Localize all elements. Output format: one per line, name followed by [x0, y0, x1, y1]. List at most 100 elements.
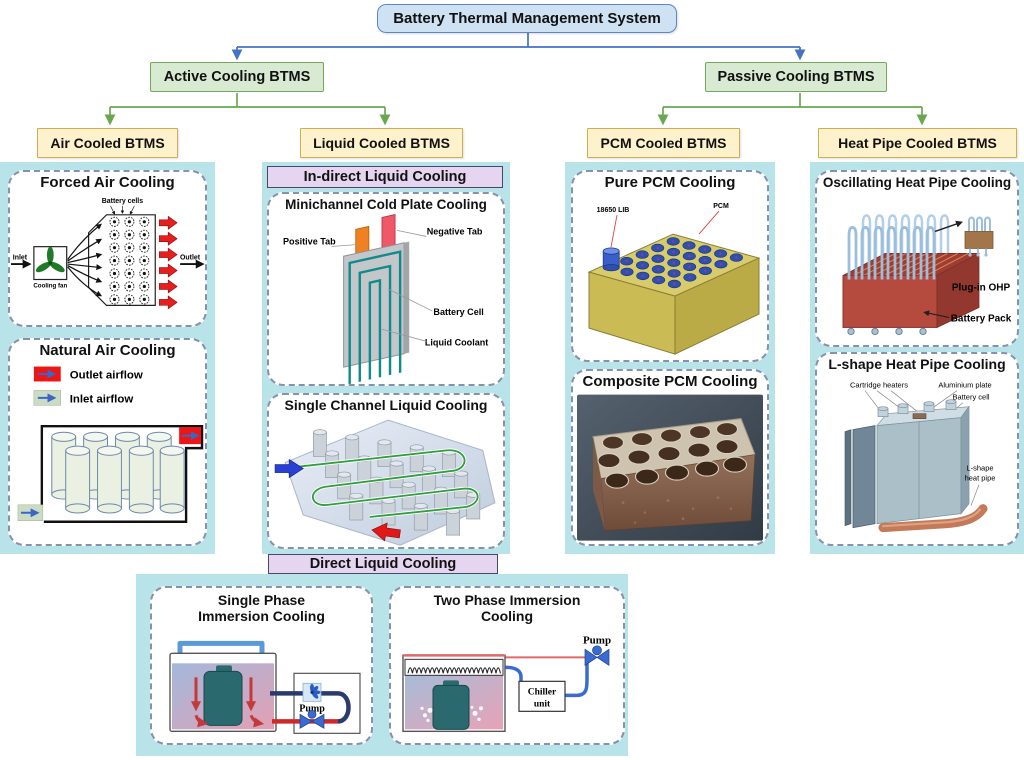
two-phase-panel: Two Phase Immersion Cooling — [389, 586, 625, 745]
chiller-outlet-pipe — [565, 663, 589, 698]
single-channel-panel: Single Channel Liquid Cooling — [267, 393, 505, 549]
liquid-coolant-pointer — [381, 328, 427, 342]
heat-pipe-loops-back — [861, 214, 950, 264]
branch-passive-cooling: Passive Cooling BTMS — [705, 62, 887, 92]
outlet-label: Outlet — [180, 254, 201, 261]
battery-cells-assembly — [844, 405, 970, 528]
two-phase-title-line1: Two Phase Immersion — [433, 592, 581, 608]
battery-module-outline — [88, 214, 156, 306]
forced-air-diagram: Battery cells — [10, 198, 205, 310]
liquid-coolant-label: Liquid Coolant — [425, 337, 488, 347]
cell-terminals — [877, 398, 957, 417]
18650-cell-cylinder — [602, 247, 620, 271]
pump-label: Pump — [299, 704, 325, 715]
l-shape-hp-panel: L-shape Heat Pipe Cooling Cartridge heat… — [815, 352, 1019, 546]
battery-pack-pointer — [923, 310, 950, 319]
liquid-cooled-container: In-direct Liquid Cooling Minichannel Col… — [262, 162, 510, 554]
indirect-liquid-header: In-direct Liquid Cooling — [267, 166, 503, 188]
outlet-air-arrows — [158, 215, 178, 310]
chiller-inlet-pipe — [504, 665, 523, 682]
heat-pipe-loops-front — [847, 226, 936, 280]
single-phase-diagram: Pump — [169, 641, 361, 735]
minichannel-panel: Minichannel Cold Plate Cooling Positive … — [267, 192, 505, 386]
natural-air-diagram: Outlet airflow Inlet airflow — [17, 366, 204, 523]
forced-air-panel: Forced Air Cooling Battery cells — [8, 170, 207, 327]
lib-pointer — [610, 214, 618, 247]
l-shape-pipe-label-line1: L-shape — [966, 463, 993, 472]
positive-tab-label: Positive Tab — [283, 237, 336, 247]
pump-pipe-hot — [270, 691, 351, 724]
single-channel-title: Single Channel Liquid Cooling — [284, 397, 488, 413]
immersed-battery — [203, 671, 243, 727]
inset-pointer-arrow — [934, 220, 963, 233]
boiling-bubbles — [420, 706, 483, 723]
heat-pipe-container: Oscillating Heat Pipe Cooling — [810, 162, 1024, 554]
composite-pcm-photo — [577, 394, 763, 541]
aluminium-plate-label: Aluminium plate — [938, 380, 991, 389]
battery-cell-label: Battery Cell — [433, 307, 483, 317]
chiller-unit-box — [518, 681, 566, 713]
two-phase-title-line2: Cooling — [480, 607, 534, 624]
outlet-flow-arrow — [371, 522, 401, 542]
positive-tab-pointer — [331, 244, 358, 248]
natural-air-title: Natural Air Cooling — [39, 342, 176, 359]
air-cooled-container: Forced Air Cooling Battery cells — [0, 162, 215, 554]
cold-plate-assembly — [343, 214, 410, 384]
negative-tab-label: Negative Tab — [427, 227, 483, 237]
battery-holes — [620, 236, 743, 288]
coolant-channel-tube — [299, 449, 479, 518]
single-channel-diagram — [274, 419, 496, 546]
minichannel-title: Minichannel Cold Plate Cooling — [285, 197, 487, 212]
battery-cell-label-2: Battery cell — [952, 392, 989, 401]
inlet-flow-arrow — [274, 458, 304, 478]
l-shape-hp-title: L-shape Heat Pipe Cooling — [828, 356, 1006, 372]
pure-pcm-title: Pure PCM Cooling — [604, 174, 736, 191]
forced-air-title: Forced Air Cooling — [40, 174, 175, 191]
composite-pcm-title: Composite PCM Cooling — [582, 373, 758, 390]
composite-pcm-panel: Composite PCM Cooling — [571, 369, 769, 546]
outlet-airflow-label: Outlet airflow — [70, 369, 143, 381]
cooling-fan-icon — [35, 246, 65, 272]
category-heat-pipe-cooled: Heat Pipe Cooled BTMS — [818, 128, 1017, 158]
battery-cells-pointers — [110, 205, 135, 215]
lib-label: 18650 LIB — [597, 207, 630, 214]
battery-cells-label: Battery cells — [102, 198, 143, 205]
pure-pcm-diagram: 18650 LIB PCM — [587, 203, 761, 355]
two-phase-diagram: Chiller unit Pump — [402, 635, 611, 733]
battery-cylinders — [51, 431, 185, 514]
pure-pcm-panel: Pure PCM Cooling 18650 LIB PCM — [571, 170, 769, 362]
branch-active-cooling: Active Cooling BTMS — [150, 62, 324, 92]
minichannel-diagram: Positive Tab Negative Tab Battery Cell L… — [283, 214, 488, 384]
category-air-cooled: Air Cooled BTMS — [37, 128, 178, 158]
pump-label-2: Pump — [583, 635, 611, 647]
chiller-label-line2: unit — [534, 700, 551, 710]
single-phase-panel: Single Phase Immersion Cooling — [150, 586, 373, 745]
root-node: Battery Thermal Management System — [377, 4, 677, 33]
block-texture — [621, 495, 733, 524]
airflow-arrows — [67, 223, 103, 297]
oscillating-hp-diagram: Plug-in OHP Battery Pack — [842, 214, 1012, 336]
l-shape-hp-diagram: Cartridge heaters Aluminium plate Batter… — [844, 380, 995, 532]
cell-holes — [597, 421, 748, 489]
chiller-label-line1: Chiller — [528, 688, 557, 698]
pump-valve-icon — [299, 710, 325, 730]
air-duct-outline — [40, 424, 204, 523]
battery-cell-grid — [109, 216, 150, 305]
hole-dots — [625, 239, 738, 285]
negative-tab-shape — [381, 214, 396, 251]
inlet-label: Inlet — [13, 254, 28, 261]
direct-liquid-container: Single Phase Immersion Cooling — [136, 574, 628, 756]
negative-tab-pointer — [397, 230, 427, 237]
natural-air-panel: Natural Air Cooling Outlet airflow Inlet… — [8, 338, 207, 546]
plate-side-face — [404, 241, 410, 354]
category-liquid-cooled: Liquid Cooled BTMS — [300, 128, 463, 158]
cartridge-heaters-label: Cartridge heaters — [850, 380, 908, 389]
pcm-pointer — [698, 210, 720, 235]
battery-cap — [216, 665, 232, 673]
pack-wheels — [847, 327, 927, 336]
oscillating-hp-title: Oscillating Heat Pipe Cooling — [822, 175, 1012, 190]
pump-valve-icon-2 — [584, 645, 610, 667]
convection-arrows — [190, 677, 265, 728]
